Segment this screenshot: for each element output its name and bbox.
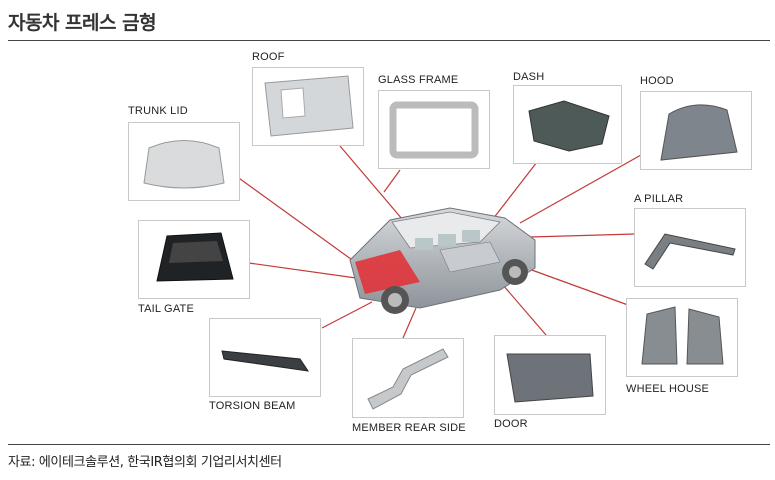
page-title: 자동차 프레스 금형 [8, 12, 157, 34]
label-door: DOOR [494, 418, 528, 430]
leader-a-pillar [529, 233, 636, 238]
bottom-divider [8, 444, 770, 445]
image-a-pillar [634, 208, 746, 287]
label-trunk-lid: TRUNK LID [128, 105, 188, 117]
image-tail-gate [138, 220, 250, 299]
label-roof: ROOF [252, 51, 285, 63]
leader-tail-gate [248, 262, 357, 279]
leader-member-rear-side [402, 307, 417, 339]
leader-trunk-lid [235, 175, 356, 263]
label-a-pillar: A PILLAR [634, 193, 684, 205]
image-door [494, 335, 606, 415]
leader-hood [519, 154, 642, 224]
image-glass-frame [378, 90, 490, 169]
source-note: 자료: 에이테크솔루션, 한국IR협의회 기업리서치센터 [8, 455, 282, 470]
leader-wheel-house [517, 264, 629, 306]
image-roof [252, 67, 364, 146]
image-member-rear-side [352, 338, 464, 418]
image-wheel-house [626, 298, 738, 377]
leader-glass-frame [383, 169, 401, 193]
label-wheel-house: WHEEL HOUSE [626, 383, 710, 395]
label-torsion-beam: TORSION BEAM [209, 400, 296, 412]
leader-torsion-beam [321, 301, 373, 329]
top-divider [8, 40, 770, 41]
label-dash: DASH [513, 71, 545, 83]
image-trunk-lid [128, 122, 240, 201]
label-glass-frame: GLASS FRAME [378, 74, 459, 86]
leader-roof [339, 145, 409, 227]
label-member-rear-side: MEMBER REAR SIDE [352, 422, 466, 434]
image-dash [513, 85, 622, 164]
car-cutaway-illustration [330, 190, 550, 330]
image-hood [640, 91, 752, 170]
label-tail-gate: TAIL GATE [138, 303, 194, 315]
label-hood: HOOD [640, 75, 674, 87]
image-torsion-beam [209, 318, 321, 397]
